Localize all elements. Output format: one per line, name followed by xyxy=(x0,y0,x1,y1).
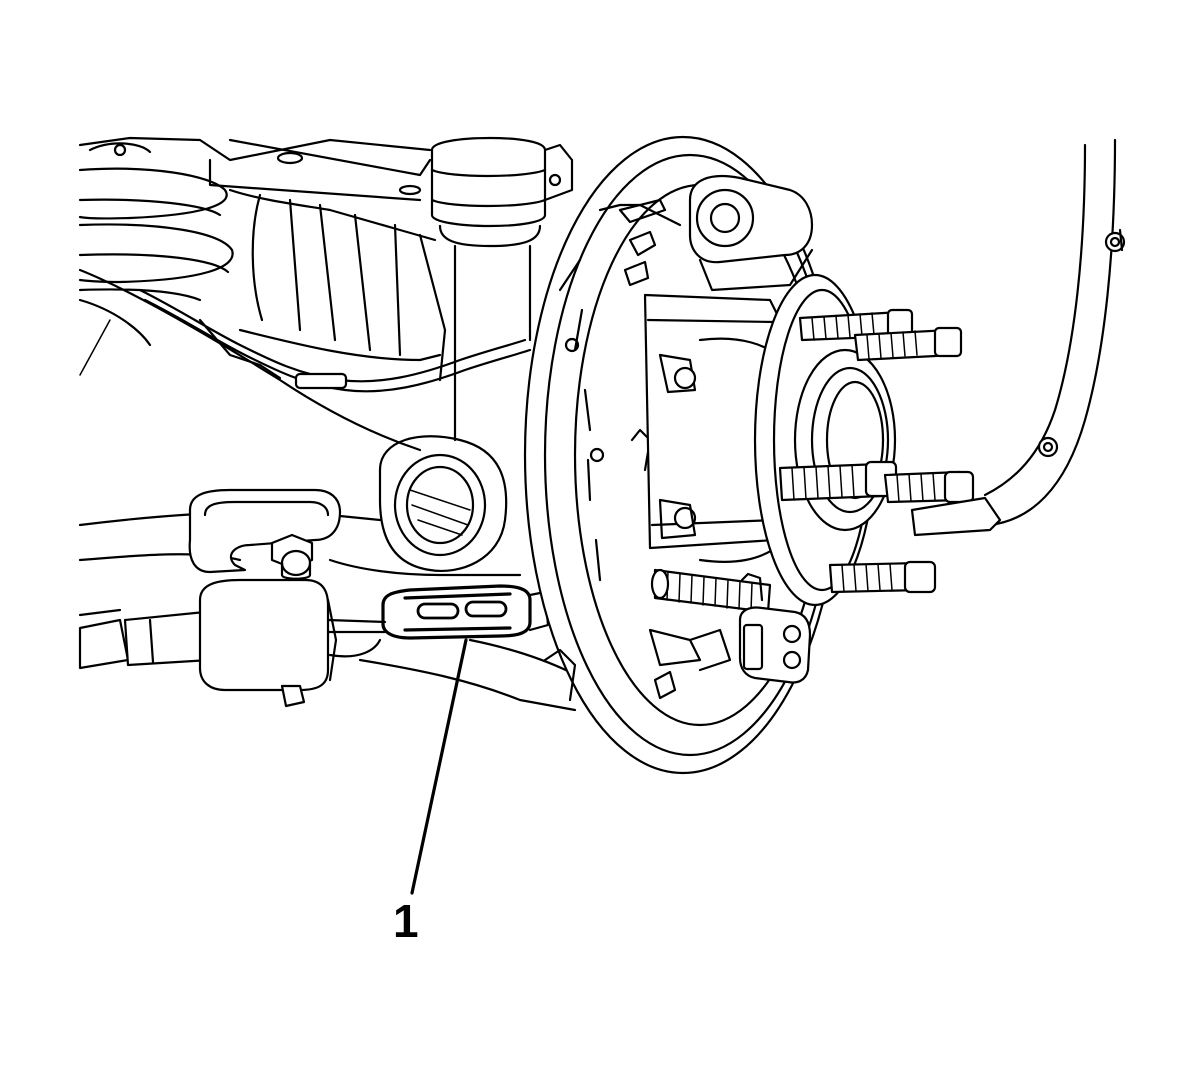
body-frame-rail xyxy=(78,136,432,202)
knuckle-upper-mount xyxy=(688,174,814,292)
wheel-stud xyxy=(853,326,963,362)
wheel-studs xyxy=(778,308,975,594)
parking-brake-cable-connector xyxy=(381,584,550,640)
wheel-stud xyxy=(828,560,937,594)
callout-1-leader xyxy=(410,638,468,895)
axle-housing xyxy=(228,188,447,382)
mounting-bracket xyxy=(188,488,342,574)
wheel-speed-sensor xyxy=(738,572,812,684)
wheel-stud xyxy=(778,460,898,502)
threaded-bolt xyxy=(650,568,772,614)
brake-line xyxy=(138,288,532,393)
parking-brake-cable-housing xyxy=(78,578,387,708)
hex-nut xyxy=(270,533,314,580)
callout-1-label: 1 xyxy=(393,895,419,947)
coil-spring xyxy=(78,167,234,302)
wheel-well-liner xyxy=(910,138,1126,537)
control-arm-bushing xyxy=(378,435,508,572)
shock-absorber xyxy=(430,136,574,442)
wheel-stud xyxy=(883,470,975,504)
